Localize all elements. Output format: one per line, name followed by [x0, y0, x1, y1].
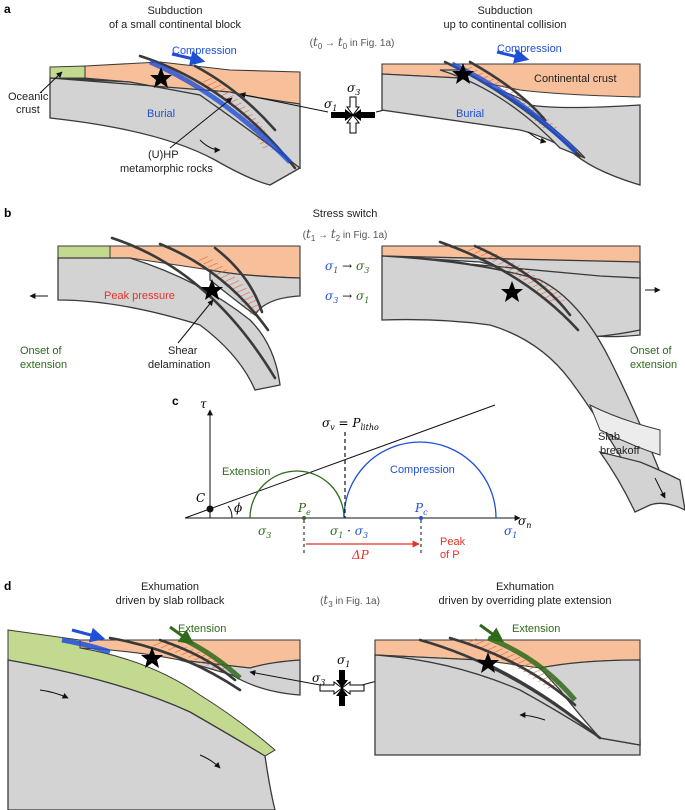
star-icon — [452, 63, 474, 84]
panel-d-left-section — [7, 625, 301, 810]
panel-d: d Exhumation driven by slab rollback (t3… — [4, 579, 641, 810]
burial-label-right: Burial — [456, 108, 484, 120]
sigma3-left: σ3 — [258, 524, 271, 540]
uhp-label-2: metamorphic rocks — [120, 163, 213, 175]
sigma-n-label: σn — [518, 514, 531, 530]
c-label: C — [196, 491, 205, 505]
panel-b-time-label: (t1 → t2 in Fig. 1a) — [303, 227, 388, 243]
panel-b-letter: b — [4, 206, 11, 220]
panel-d-right-section — [374, 623, 641, 756]
star-icon — [150, 67, 172, 88]
phi-label: ϕ — [234, 501, 242, 515]
panel-c: c τ σn C ϕ Extension Compression σv = Pl… — [172, 394, 531, 562]
panel-a-right-section — [381, 48, 641, 186]
pe-point — [302, 516, 306, 520]
extension-label-right: Extension — [512, 623, 560, 635]
slab-label-1: Slab — [598, 431, 620, 443]
pe-label: Pe — [297, 501, 311, 517]
panel-c-letter: c — [172, 394, 179, 408]
oceanic-crust-label-2: crust — [16, 104, 40, 116]
oceanic-crust-label-1: Oceanic — [8, 91, 49, 103]
panel-a-sigma3: σ3 — [347, 81, 360, 97]
onset-right-1: Onset of — [630, 345, 673, 357]
star-icon — [141, 647, 163, 668]
compression-circle — [343, 441, 497, 519]
panel-a-title-left-1: Subduction — [147, 5, 202, 17]
uhp-label-1: (U)HP — [148, 149, 179, 161]
shear-label-1: Shear — [168, 345, 198, 357]
failure-envelope — [184, 404, 496, 519]
peak-of-p-1: Peak — [440, 536, 466, 548]
pc-point — [419, 516, 423, 520]
panel-d-sigma1: σ1 — [337, 653, 350, 669]
shear-label-2: delamination — [148, 359, 210, 371]
star-icon — [201, 279, 223, 300]
pc-label: Pc — [414, 501, 428, 517]
panel-b-left-section — [29, 236, 301, 391]
panel-b: b Stress switch (t1 → t2 in Fig. 1a) Pea… — [4, 206, 685, 513]
peak-of-p-2: of P — [440, 549, 460, 561]
sigma1-right: σ1 — [504, 524, 517, 540]
panel-b-title: Stress switch — [313, 208, 378, 220]
onset-right-2: extension — [630, 359, 677, 371]
panel-a-left-section — [49, 51, 302, 186]
peak-pressure-label: Peak pressure — [104, 290, 175, 302]
panel-d-title-right-1: Exhumation — [496, 581, 554, 593]
panel-a-letter: a — [4, 2, 11, 16]
stress-cross-icon — [319, 670, 365, 706]
burial-label-left: Burial — [147, 108, 175, 120]
compression-label: Compression — [390, 464, 455, 476]
stress-cross-icon — [331, 96, 375, 134]
panel-a: a Subduction of a small continental bloc… — [4, 2, 641, 186]
delta-p-label: ΔP — [351, 548, 370, 562]
switch-1: σ1 → σ3 — [325, 259, 369, 275]
extension-circle — [249, 470, 345, 519]
panel-d-title-right-2: driven by overriding plate extension — [438, 595, 611, 607]
cohesion-point — [206, 505, 214, 513]
panel-d-time-label: (t3 in Fig. 1a) — [320, 593, 380, 609]
panel-a-title-right-2: up to continental collision — [444, 19, 567, 31]
panel-a-sigma1: σ1 — [324, 97, 337, 113]
panel-a-title-right-1: Subduction — [477, 5, 532, 17]
panel-b-right-section — [381, 240, 685, 513]
onset-left-1: Onset of — [20, 345, 63, 357]
switch-2: σ3 → σ1 — [325, 289, 369, 305]
slab-label-2: breakoff — [600, 445, 640, 457]
sigma1-sigma3-mid: σ1 · σ3 — [330, 524, 368, 540]
extension-label-left: Extension — [178, 623, 226, 635]
sigma-v-label: σv = Plitho — [322, 416, 379, 432]
compression-label-left: Compression — [172, 45, 237, 57]
panel-a-title-left-2: of a small continental block — [109, 19, 242, 31]
panel-d-title-left-2: driven by slab rollback — [116, 595, 225, 607]
continental-crust-label: Continental crust — [534, 73, 617, 85]
panel-d-sigma3: σ3 — [312, 671, 325, 687]
tau-label: τ — [200, 397, 207, 411]
panel-d-title-left-1: Exhumation — [141, 581, 199, 593]
compression-label-right: Compression — [497, 43, 562, 55]
star-icon — [477, 652, 499, 673]
panel-a-time-label: (t0 → t0 in Fig. 1a) — [310, 35, 395, 51]
star-icon — [501, 281, 523, 302]
onset-left-2: extension — [20, 359, 67, 371]
panel-d-letter: d — [4, 579, 11, 593]
extension-label: Extension — [222, 466, 270, 478]
